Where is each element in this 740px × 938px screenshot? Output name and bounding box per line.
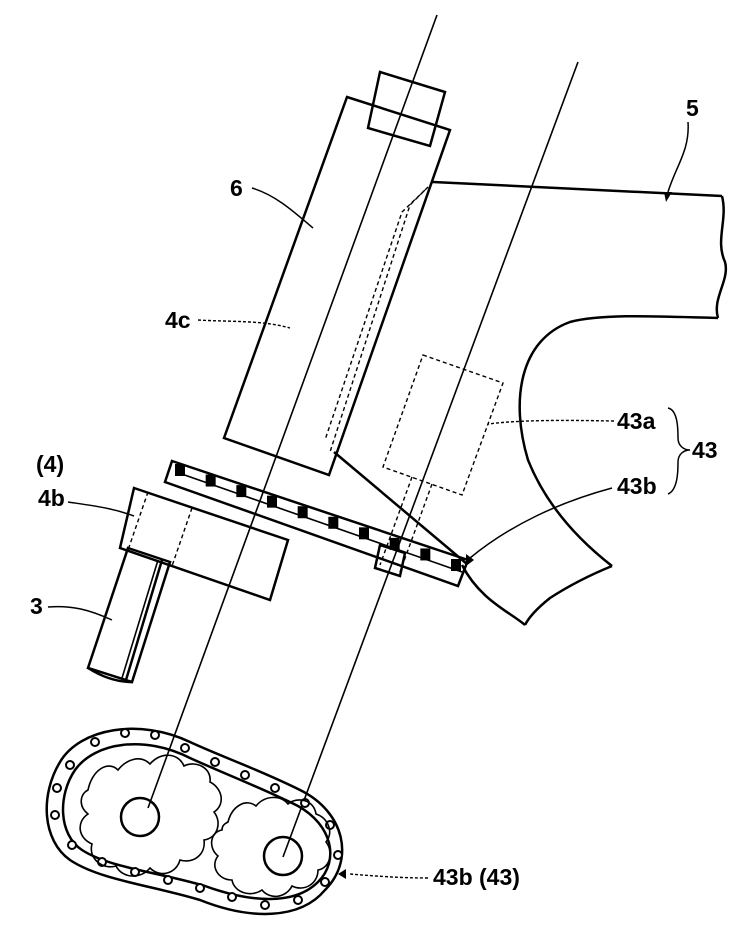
chain-roller [120, 728, 130, 738]
right-hub [262, 835, 304, 877]
label-43b: 43b [617, 473, 657, 499]
right-sprocket [210, 796, 331, 898]
left-sprocket [79, 754, 222, 877]
chain-roller [293, 895, 303, 905]
label-6: 6 [230, 175, 243, 201]
label-5: 5 [686, 95, 699, 121]
label-43b-43: 43b (43) [433, 864, 520, 890]
head-tube-6 [222, 95, 452, 477]
chain-roller [195, 883, 205, 893]
chain-link [205, 474, 216, 487]
fork-tube-3 [86, 546, 172, 684]
chain-roller [260, 900, 270, 910]
chain-roller [90, 737, 100, 747]
inner-tube-hidden [324, 181, 434, 453]
steering-axis-line [147, 14, 438, 809]
chain-link [297, 506, 308, 519]
chain-roller [210, 757, 220, 767]
leader-lines [47, 121, 691, 879]
chain-link [359, 527, 369, 540]
sensor-43a [382, 354, 504, 496]
chain-link [267, 495, 277, 508]
chain-roller [240, 770, 250, 780]
chain-roller [180, 743, 190, 753]
label-43: 43 [692, 437, 718, 463]
chain-roller [52, 783, 62, 793]
chain-43b-upper [163, 459, 470, 588]
gear-chain-assembly [45, 727, 344, 916]
chain-link [175, 464, 185, 476]
chain-link [328, 516, 339, 529]
label-4b: 4b [38, 485, 65, 511]
frame-5 [333, 180, 728, 626]
chain-roller [333, 850, 343, 860]
chain-roller [163, 875, 173, 885]
lower-clamp [373, 543, 407, 578]
chain-roller [270, 783, 280, 793]
chain-link [236, 485, 247, 498]
chain-link [389, 537, 400, 550]
chain-link [451, 559, 461, 571]
chain-roller [227, 892, 237, 902]
chain-roller [150, 730, 160, 740]
chain-roller [65, 760, 75, 770]
chain-roller [50, 810, 60, 820]
label-43a: 43a [617, 408, 656, 434]
label-3: 3 [30, 593, 43, 619]
second-axis-line [282, 61, 579, 858]
chain-roller [320, 877, 330, 887]
chain-link [420, 548, 431, 561]
chain-roller [67, 840, 77, 850]
left-hub [119, 796, 161, 838]
label-4c: 4c [165, 307, 191, 333]
bracket-4b [118, 486, 290, 602]
label-4: (4) [36, 451, 64, 477]
chain-roller [130, 867, 140, 877]
upper-cap [366, 70, 447, 148]
